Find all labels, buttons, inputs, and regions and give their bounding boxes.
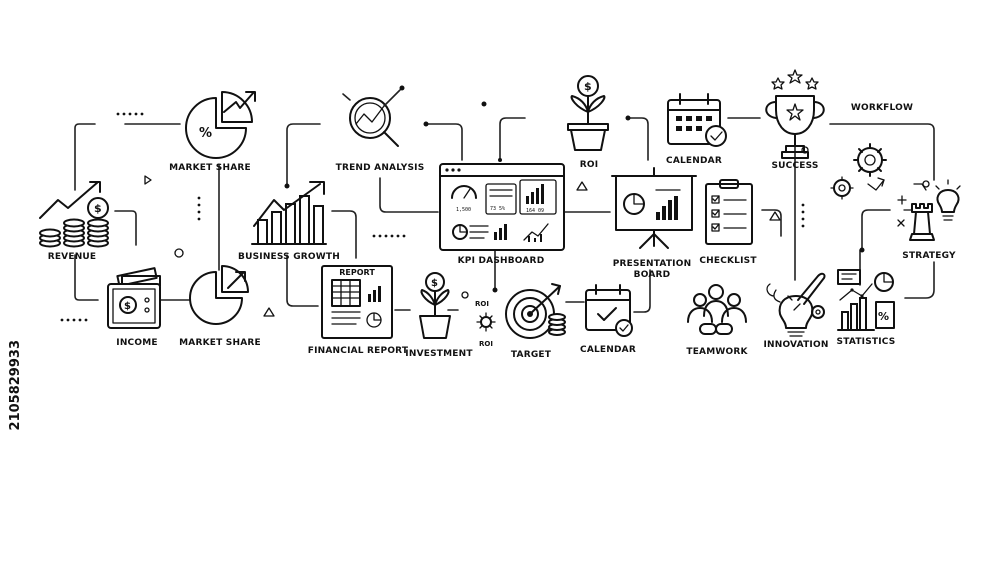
label-report-title: REPORT bbox=[339, 268, 375, 277]
roi-plant-icon: $ bbox=[567, 75, 609, 151]
label-workflow: WORKFLOW bbox=[850, 103, 914, 113]
label-teamwork: TEAMWORK bbox=[686, 347, 748, 357]
label-presentation-board: PRESENTATION BOARD bbox=[612, 259, 692, 280]
label-investment: INVESTMENT bbox=[405, 349, 473, 359]
revenue-icon: $ bbox=[39, 181, 109, 248]
magnifier-trend-icon bbox=[342, 85, 405, 147]
side-watermark: 2105829933 bbox=[8, 340, 23, 431]
dashboard-value-2: 73 5% bbox=[490, 206, 506, 212]
statistics-icon: % bbox=[837, 269, 895, 331]
label-market-share-bottom: MARKET SHARE bbox=[179, 338, 261, 348]
workflow-gears-icon bbox=[830, 143, 887, 200]
decorations bbox=[60, 101, 865, 322]
growth-bars-icon bbox=[251, 181, 327, 245]
label-revenue: REVENUE bbox=[47, 252, 97, 262]
label-market-share-top: MARKET SHARE bbox=[169, 163, 251, 173]
presentation-board-icon bbox=[611, 167, 697, 249]
label-target: TARGET bbox=[510, 350, 552, 360]
calendar-top-icon bbox=[667, 93, 727, 147]
label-roi-small: ROI bbox=[475, 300, 489, 308]
dashboard-value-3: 164 09 bbox=[526, 208, 545, 214]
svg-text:$: $ bbox=[94, 202, 102, 215]
svg-text:$: $ bbox=[431, 278, 438, 289]
label-calendar-bottom: CALENDAR bbox=[580, 345, 636, 355]
label-roi-top: ROI bbox=[579, 160, 599, 170]
money-plant-icon: $ bbox=[419, 272, 451, 339]
target-icon bbox=[505, 283, 566, 339]
dashboard-value-1: 1,500 bbox=[456, 207, 472, 213]
trophy-icon bbox=[765, 69, 825, 159]
label-strategy: STRATEGY bbox=[902, 251, 956, 261]
label-success: SUCCESS bbox=[771, 161, 819, 171]
connector-lines bbox=[74, 117, 935, 313]
safe-money-icon: $ bbox=[107, 267, 161, 329]
label-financial-report: FINANCIAL REPORT bbox=[307, 346, 409, 356]
report-document-icon bbox=[321, 265, 393, 339]
gear-icon bbox=[476, 312, 496, 332]
svg-text:%: % bbox=[199, 126, 212, 141]
label-business-growth: BUSINESS GROWTH bbox=[238, 252, 340, 262]
svg-text:$: $ bbox=[584, 80, 592, 93]
label-innovation: INNOVATION bbox=[763, 340, 829, 350]
label-income: INCOME bbox=[116, 338, 158, 348]
svg-text:$: $ bbox=[124, 301, 131, 312]
pie-chart-icon: % bbox=[185, 91, 256, 159]
kpi-dashboard-icon bbox=[439, 163, 565, 251]
svg-text:%: % bbox=[878, 310, 889, 323]
pie-chart-bottom-icon bbox=[189, 265, 249, 325]
label-trend-analysis: TREND ANALYSIS bbox=[335, 163, 425, 173]
innovation-bulb-rocket-icon bbox=[766, 272, 826, 337]
calendar-check-icon bbox=[585, 284, 633, 337]
label-roi-gear: ROI bbox=[479, 340, 493, 348]
checklist-icon bbox=[705, 179, 753, 245]
strategy-chess-icon bbox=[897, 179, 961, 241]
label-checklist: CHECKLIST bbox=[699, 256, 757, 266]
teamwork-icon bbox=[687, 284, 747, 335]
label-statistics: STATISTICS bbox=[836, 337, 896, 347]
label-calendar-top: CALENDAR bbox=[666, 156, 722, 166]
label-kpi-dashboard: KPI DASHBOARD bbox=[457, 256, 545, 266]
